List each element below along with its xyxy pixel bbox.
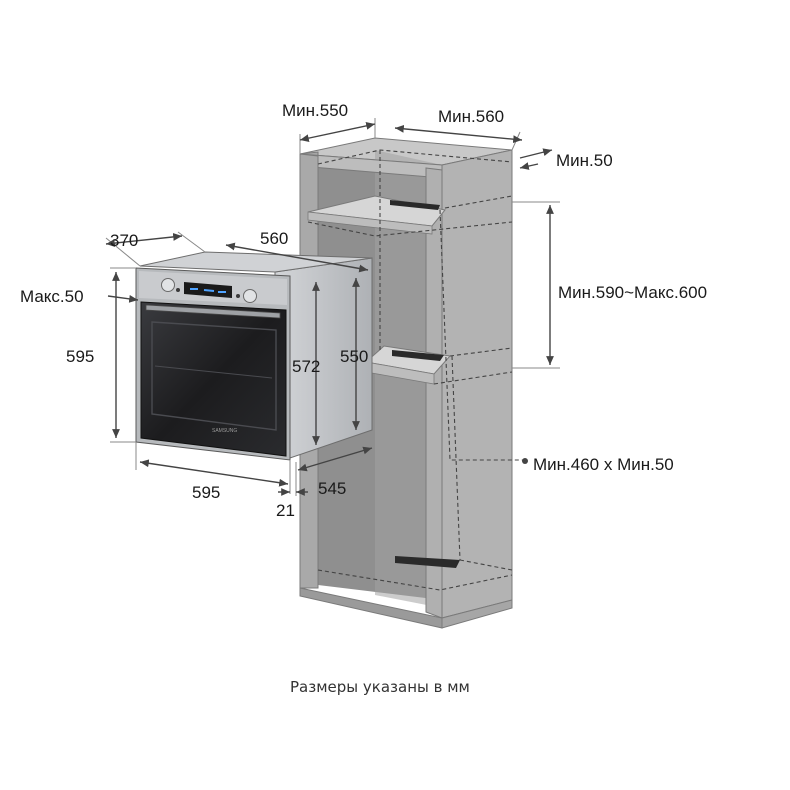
- oven: SAMSUNG: [135, 251, 373, 461]
- cabinet-width-label: Мин.560: [438, 107, 504, 126]
- oven-depth-label: 370: [110, 231, 138, 250]
- vent-slot-label: Мин.460 x Мин.50: [533, 455, 674, 474]
- svg-text:SAMSUNG: SAMSUNG: [212, 428, 237, 434]
- dimension-lines: [105, 118, 560, 496]
- left-knob-icon: [161, 278, 175, 292]
- cabinet-depth-label: Мин.550: [282, 101, 348, 120]
- oven-top-gap-label: Макс.50: [20, 287, 84, 306]
- niche-height-label: Мин.590~Макс.600: [558, 283, 707, 302]
- oven-body-height-label: 572: [292, 357, 320, 376]
- top-gap-label: Мин.50: [556, 151, 613, 170]
- oven-back-width-label: 560: [260, 229, 288, 248]
- oven-front-offset-label: 21: [276, 501, 295, 520]
- oven-body-width-label: 545: [318, 479, 346, 498]
- door-handle: [145, 304, 281, 319]
- oven-width-label: 595: [192, 483, 220, 502]
- oven-height-label: 595: [66, 347, 94, 366]
- right-knob-icon: [243, 289, 257, 303]
- oven-back-height-label: 550: [340, 347, 368, 366]
- units-footnote: Размеры указаны в мм: [290, 678, 470, 696]
